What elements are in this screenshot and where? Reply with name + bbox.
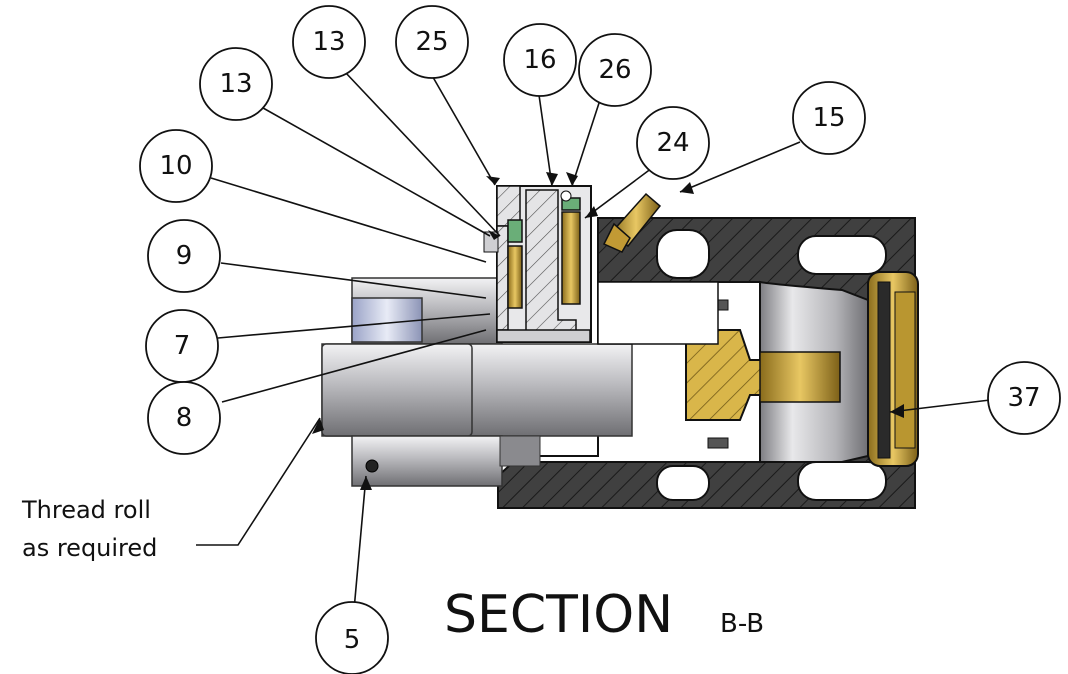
svg-text:26: 26	[598, 55, 631, 85]
balloon-15: 15	[792, 81, 866, 155]
balloon-37: 37	[987, 361, 1061, 435]
piston-section	[483, 185, 592, 343]
svg-text:10: 10	[159, 151, 192, 181]
leader-13a	[344, 71, 501, 237]
svg-text:37: 37	[1007, 383, 1040, 413]
svg-text:13: 13	[312, 27, 345, 57]
svg-text:24: 24	[656, 128, 689, 158]
svg-text:13: 13	[219, 69, 252, 99]
balloon-25: 25	[395, 5, 469, 79]
balloon-7: 7	[145, 309, 219, 383]
inner-yoke	[685, 299, 841, 449]
balloon-10: 10	[139, 129, 213, 203]
section-title-sub: B-B	[720, 609, 764, 639]
leader-lines	[196, 71, 991, 611]
leader-16	[537, 87, 553, 187]
leader-9	[220, 262, 487, 299]
balloon-26: 26	[578, 33, 652, 107]
leader-25	[429, 71, 496, 186]
leader-7	[217, 313, 491, 339]
leader-13b	[255, 103, 491, 237]
svg-text:16: 16	[523, 45, 556, 75]
section-title: SECTION B-B	[444, 585, 764, 645]
balloon-9: 9	[147, 219, 221, 293]
note-line-2: as required	[22, 534, 157, 562]
svg-text:25: 25	[415, 27, 448, 57]
leader-10	[210, 177, 487, 263]
leader-24	[584, 167, 653, 219]
note-line-1: Thread roll	[21, 496, 151, 524]
leader-5	[353, 475, 367, 611]
leader-8	[221, 329, 487, 403]
svg-text:5: 5	[344, 625, 361, 655]
svg-text:7: 7	[174, 331, 191, 361]
svg-text:9: 9	[176, 241, 193, 271]
balloon-13-left: 13	[199, 47, 273, 121]
balloon-24: 24	[636, 106, 710, 180]
leader-15	[679, 141, 801, 193]
svg-text:8: 8	[176, 403, 193, 433]
balloon-16: 16	[503, 23, 577, 97]
cylinder-body	[321, 277, 719, 487]
grease-fitting-15	[602, 192, 662, 253]
section-title-main: SECTION	[444, 585, 673, 645]
leader-37	[889, 399, 991, 413]
leader-thread-roll	[196, 417, 321, 546]
brass-ring-37	[867, 271, 919, 467]
leader-26	[571, 99, 601, 187]
leader-arrowheads	[312, 172, 904, 490]
balloon-5: 5	[315, 601, 389, 674]
svg-text:15: 15	[812, 103, 845, 133]
balloon-13-top: 13	[292, 5, 366, 79]
balloon-8: 8	[147, 381, 221, 455]
thread-roll-note: Thread roll as required	[21, 496, 157, 562]
